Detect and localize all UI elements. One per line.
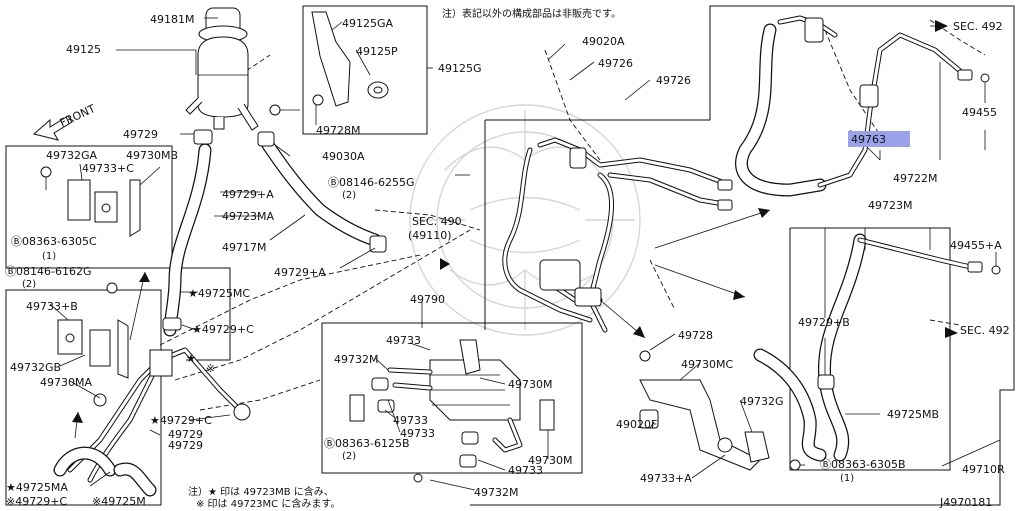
- label-49730M-a: 49730M: [508, 378, 552, 391]
- label-49730MC: 49730MC: [681, 358, 733, 371]
- label-49729-b: 49729: [168, 428, 203, 441]
- label-49725MB: 49725MB: [887, 408, 939, 421]
- label-49729B: 49729+B: [798, 316, 850, 329]
- label-49730M-b: 49730M: [528, 454, 572, 467]
- label-49732M-b: 49732M: [474, 486, 518, 499]
- label-08146-6255G-qty: (2): [342, 190, 356, 201]
- label-sec492-b: SEC. 492: [960, 324, 1010, 337]
- label-49723MA: 49723MA: [222, 210, 274, 223]
- label-49726-b: 49726: [656, 74, 691, 87]
- pipe-main-center: [502, 137, 733, 333]
- label-kome: ※: [206, 362, 215, 375]
- label-49455A: 49455+A: [950, 239, 1002, 252]
- dashed-references: [159, 19, 986, 411]
- label-sec492-a: SEC. 492: [953, 20, 1003, 33]
- drawing-number: J4970181: [939, 496, 992, 509]
- label-49733A: 49733+A: [640, 472, 692, 485]
- label-49020A: 49020A: [582, 35, 625, 48]
- label-49710R: 49710R: [962, 463, 1005, 476]
- label-49729A-b: 49729+A: [274, 266, 326, 279]
- label-49125GA: 49125GA: [342, 17, 394, 30]
- label-49733-b: 49733: [393, 414, 428, 427]
- pipe-49723M: [753, 233, 1001, 462]
- label-49732GA: 49732GA: [46, 149, 98, 162]
- pipe-49722M: [735, 15, 990, 197]
- frame-lines: [5, 5, 1015, 506]
- label-49181M: 49181M: [150, 13, 194, 26]
- label-49730MA: 49730MA: [40, 376, 92, 389]
- label-08146-6162G: Ⓑ08146-6162G: [5, 265, 91, 278]
- arrows: [32, 20, 958, 439]
- label-49733C-a: 49733+C: [82, 162, 134, 175]
- label-49730MB: 49730MB: [126, 149, 178, 162]
- label-49726-a: 49726: [598, 57, 633, 70]
- label-49728: 49728: [678, 329, 713, 342]
- label-49763: 49763: [851, 133, 886, 146]
- label-49733-c: 49733: [400, 427, 435, 440]
- oil-cooler-49790: [349, 339, 555, 483]
- label-49732M-a: 49732M: [334, 353, 378, 366]
- label-49790: 49790: [410, 293, 445, 306]
- label-08363-6305B: Ⓑ08363-6305B: [820, 458, 906, 471]
- label-49717M: 49717M: [222, 241, 266, 254]
- label-49728M: 49728M: [316, 124, 360, 137]
- label-49729-a: 49729: [123, 128, 158, 141]
- label-sec490: SEC. 490: [412, 215, 462, 228]
- leader-lines: [49, 17, 1001, 491]
- label-49733-a: 49733: [386, 334, 421, 347]
- label-49125G: 49125G: [438, 62, 482, 75]
- label-08146-6255G: Ⓑ08146-6255G: [328, 176, 414, 189]
- note-top: 注）表記以外の構成部品は非販売です。: [442, 7, 621, 20]
- note-bottom-2: ※ 印は 49723MC に含みます。: [196, 497, 340, 510]
- label-49733-d: 49733: [508, 464, 543, 477]
- label-49729C-b: ★49729+C: [150, 414, 212, 427]
- bracket-49730MC: [639, 350, 801, 471]
- label-star: ★: [186, 352, 196, 365]
- front-label: FRONT: [58, 102, 98, 130]
- reservoir-tank: [185, 7, 259, 131]
- label-49125P: 49125P: [356, 45, 398, 58]
- brackets-left-upper: [40, 166, 141, 237]
- brackets-left-lower: [57, 282, 129, 379]
- label-49455: 49455: [962, 106, 997, 119]
- label-49729C-a: ★49729+C: [192, 323, 254, 336]
- bracket-49125GA: [269, 11, 389, 116]
- label-49733B: 49733+B: [26, 300, 78, 313]
- label-08363-6125B: Ⓑ08363-6125B: [324, 437, 410, 450]
- label-49725M: ※49725M: [92, 495, 146, 508]
- label-49030A: 49030A: [322, 150, 365, 163]
- label-49732G: 49732G: [740, 395, 784, 408]
- label-49729-c: 49729: [168, 439, 203, 452]
- label-08363-6305C: Ⓑ08363-6305C: [11, 235, 97, 248]
- label-49722M: 49722M: [893, 172, 937, 185]
- hose-49717M: [257, 131, 387, 253]
- label-08146-6162G-qty: (2): [22, 279, 36, 290]
- label-49125: 49125: [66, 43, 101, 56]
- label-08363-6305B-qty: (1): [840, 473, 854, 484]
- labels: 注）表記以外の構成部品は非販売です。 49181M 49125 49125GA …: [5, 7, 1010, 510]
- label-49725MC: ★49725MC: [188, 287, 250, 300]
- label-49729A-a: 49729+A: [222, 188, 274, 201]
- label-49725MA: ★49725MA: [6, 481, 68, 494]
- label-49732GB: 49732GB: [10, 361, 61, 374]
- label-sec490-sub: (49110): [408, 229, 452, 242]
- highlight-box: [848, 131, 910, 147]
- label-08363-6305C-qty: (1): [42, 251, 56, 262]
- note-bottom-1: 注）★ 印は 49723MB に含み、: [188, 485, 334, 498]
- label-49723M: 49723M: [868, 199, 912, 212]
- label-08363-6125B-qty: (2): [342, 451, 356, 462]
- label-49020F: 49020F: [616, 418, 657, 431]
- hose-49723MA: [162, 129, 213, 337]
- pipe-left-lower: [53, 347, 251, 497]
- label-49729C-c: ※49729+C: [6, 495, 67, 508]
